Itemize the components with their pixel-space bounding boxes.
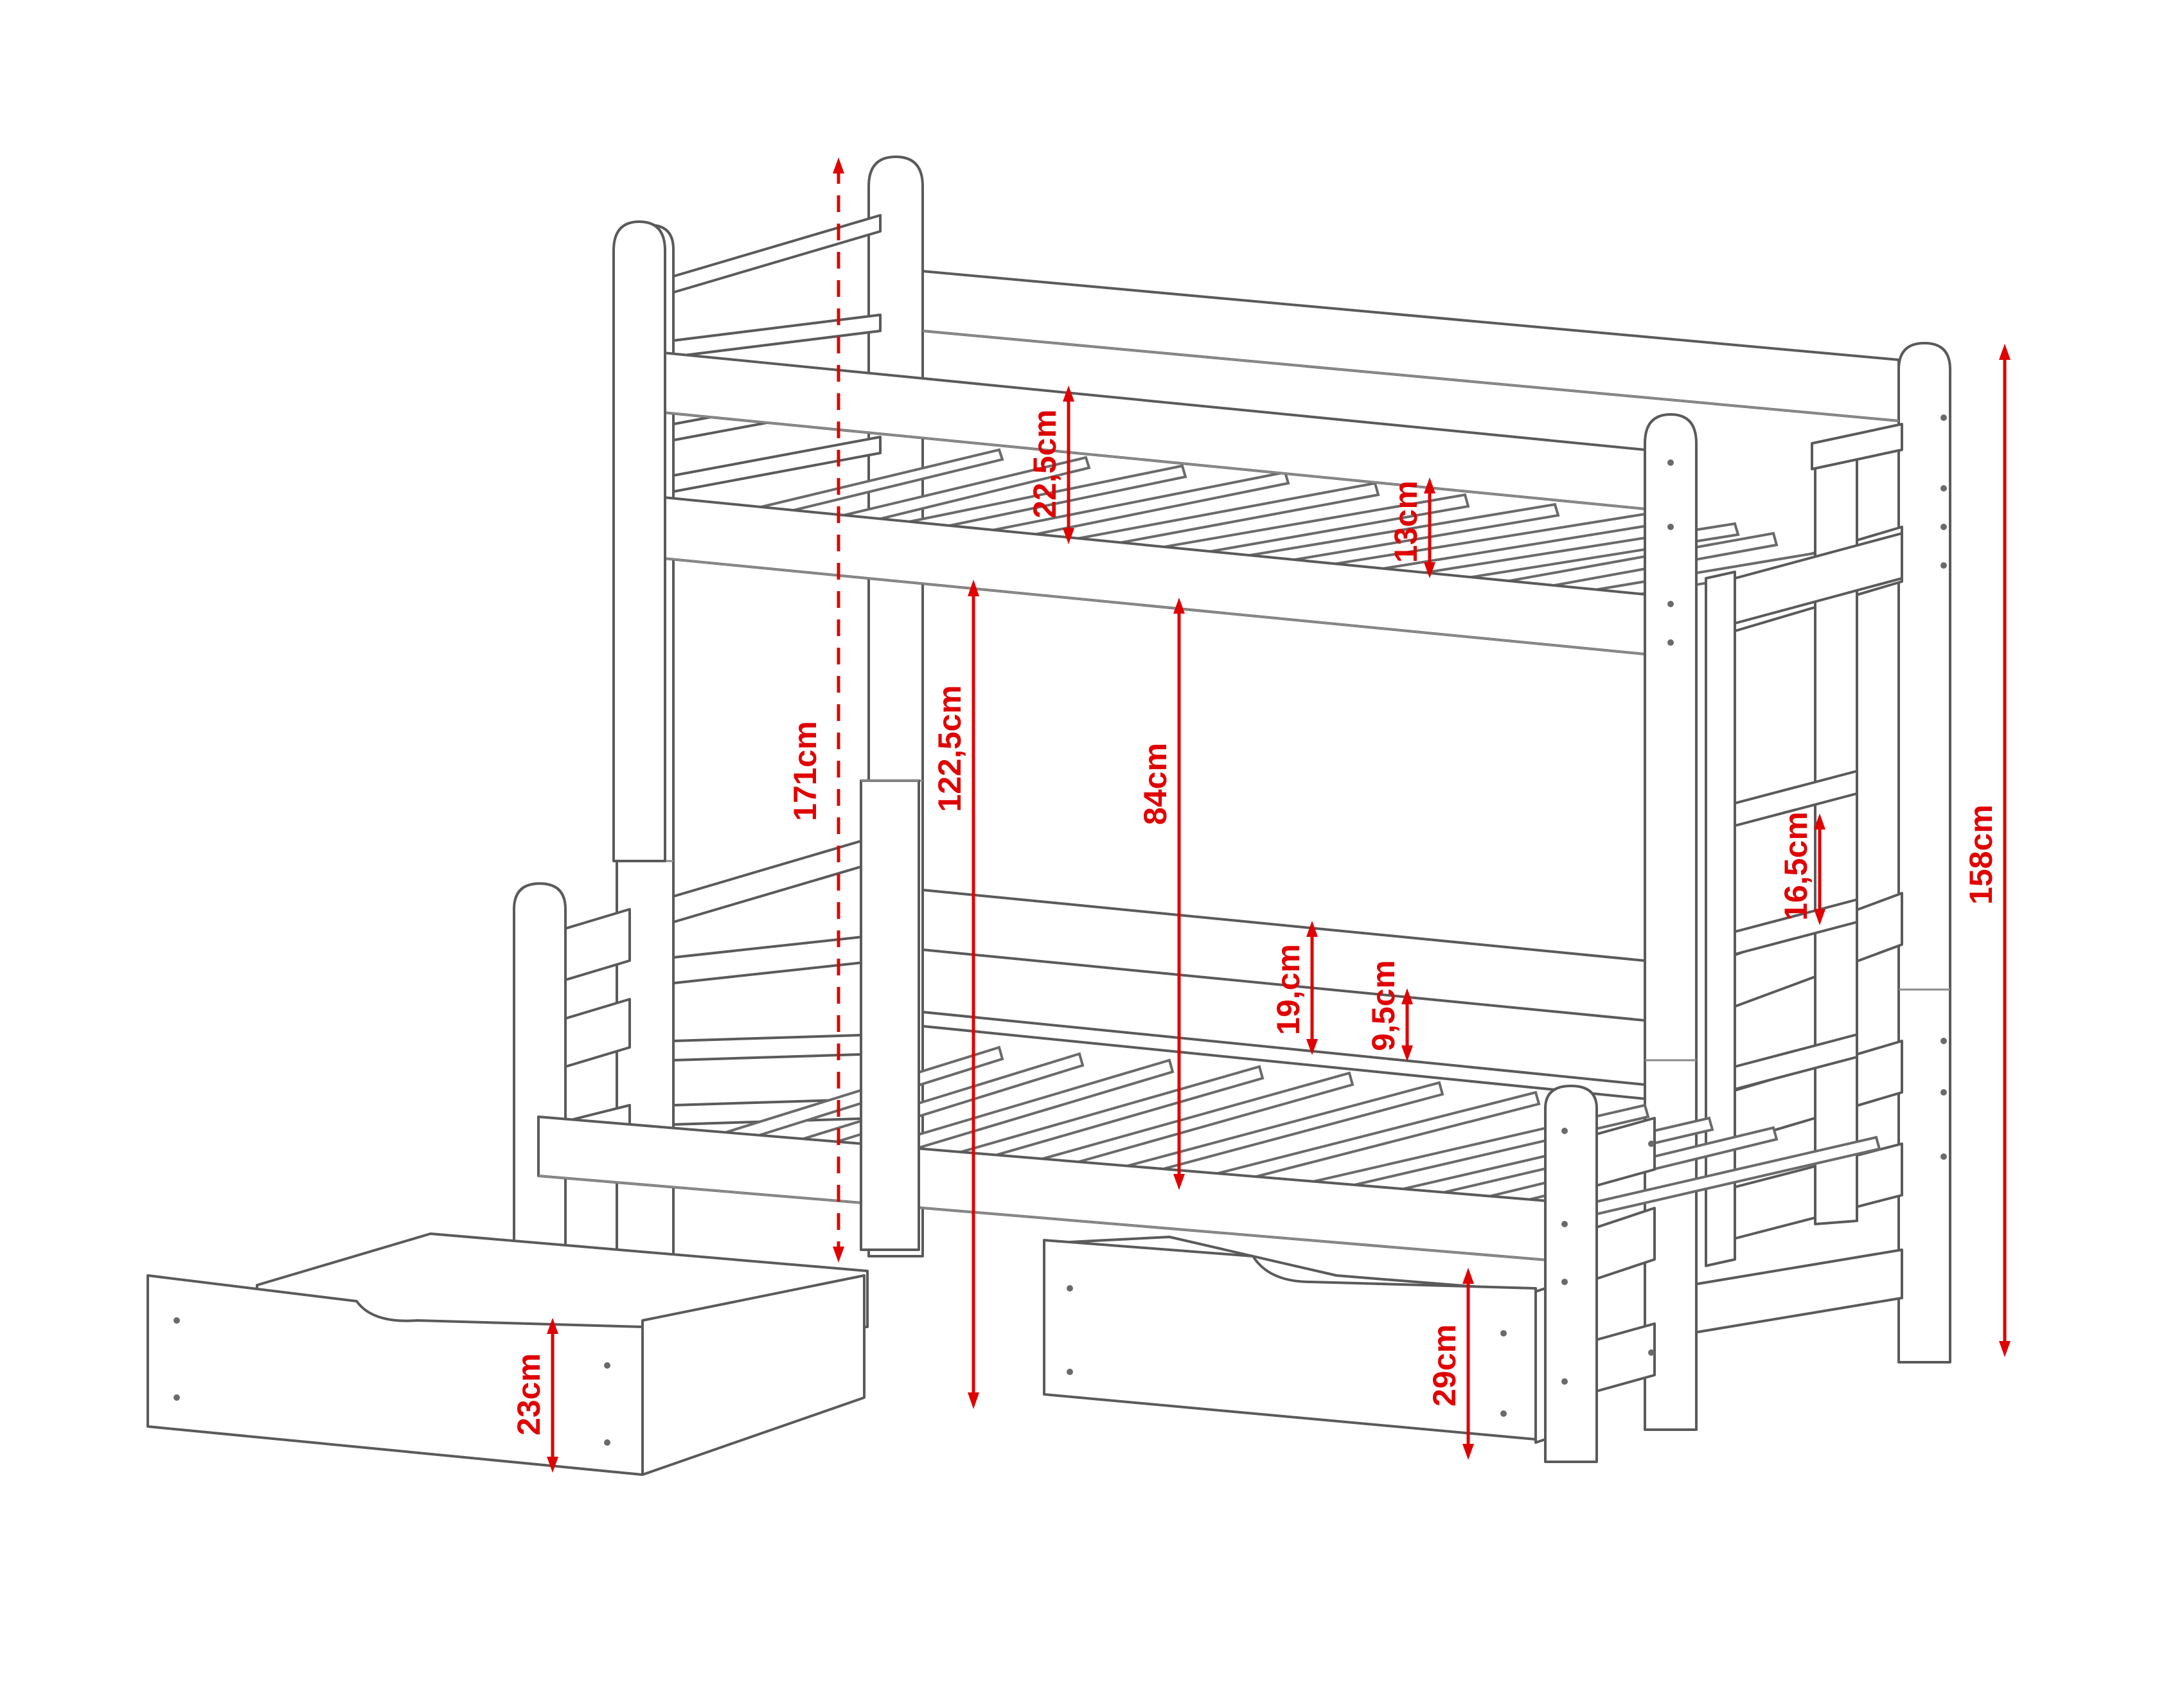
label-19: 19,cm — [1270, 944, 1306, 1035]
lower-left-board-1 — [564, 908, 631, 981]
label-22-5: 22,5cm — [1027, 409, 1063, 519]
dimension-lines — [547, 157, 2011, 1473]
far-right-post — [1897, 342, 1951, 1364]
label-84: 84cm — [1137, 743, 1173, 825]
ladder-step-1 — [1734, 770, 1858, 827]
upper-bed — [612, 220, 1881, 862]
ladder — [1705, 423, 1903, 1267]
lower-foot-board-3 — [1595, 1322, 1656, 1392]
front-right-tall-post — [1644, 413, 1698, 1431]
label-171: 171cm — [787, 721, 823, 821]
dimension-labels: 171cm 122,5cm 84cm 22,5cm 13cm 16,5cm 19… — [511, 409, 1999, 1435]
label-13: 13cm — [1388, 481, 1424, 563]
right-drawer-side — [1534, 1287, 1547, 1444]
label-122-5: 122,5cm — [932, 685, 968, 812]
lower-bed — [513, 882, 1881, 1463]
post-holes — [1667, 414, 1947, 1160]
front-left-upper-post — [612, 220, 666, 862]
lower-head-rail-3 — [672, 1033, 882, 1062]
upper-head-rail-2 — [672, 314, 882, 358]
upper-head-rail-4 — [672, 436, 882, 493]
label-16-5: 16,5cm — [1778, 812, 1814, 921]
ladder-upper-step — [1734, 532, 1903, 625]
label-158: 158cm — [1963, 804, 1999, 905]
label-23: 23cm — [511, 1353, 547, 1435]
lower-right-post — [1544, 1085, 1598, 1463]
lower-left-post — [513, 882, 567, 1261]
lower-head-rail-2 — [672, 934, 882, 984]
label-29: 29cm — [1426, 1324, 1462, 1407]
lower-foot-board-2 — [1595, 1207, 1656, 1280]
front-left-lower-post — [860, 779, 920, 1251]
label-9-5: 9,5cm — [1365, 960, 1401, 1051]
lower-left-board-2 — [564, 998, 631, 1068]
right-drawer — [1043, 1236, 1547, 1444]
ladder-left-rail — [1705, 571, 1736, 1267]
left-drawer-front — [146, 1274, 644, 1476]
right-drawer-front — [1043, 1239, 1537, 1441]
ladder-step-3 — [1734, 1033, 1858, 1090]
upper-head-rail-1 — [672, 214, 882, 294]
left-drawer — [146, 1232, 869, 1476]
lower-foot-board-1 — [1595, 1117, 1656, 1187]
lower-head-rail-1 — [672, 834, 882, 923]
ladder-top-cap — [1811, 423, 1903, 470]
